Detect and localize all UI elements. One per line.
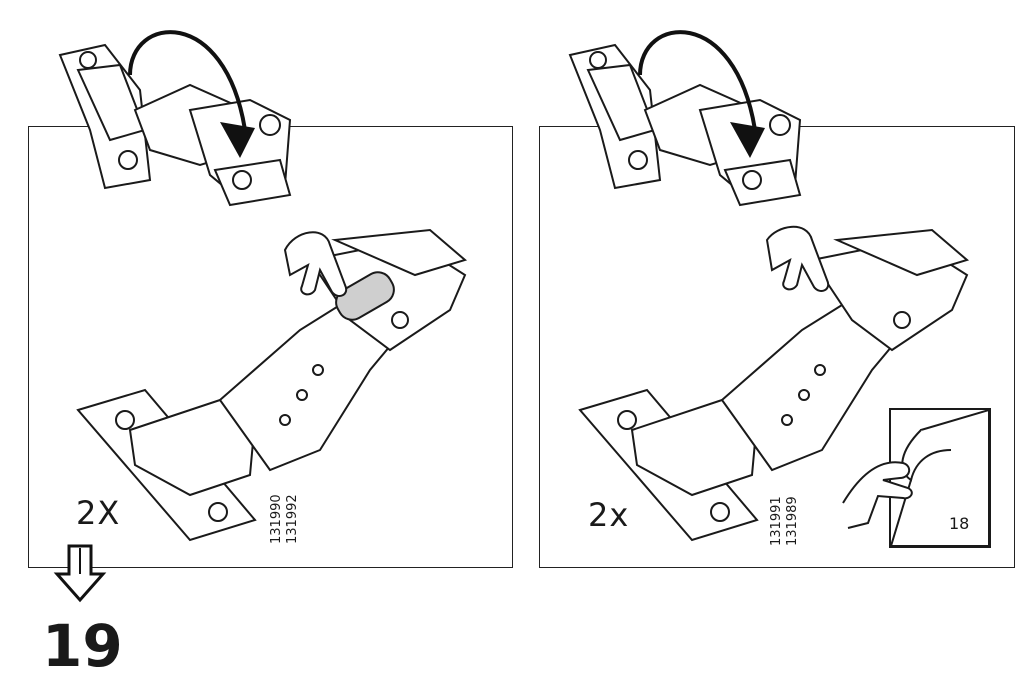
left-step-panel (28, 126, 513, 568)
step-number: 19 (42, 612, 123, 680)
curved-arrow-icon (130, 32, 255, 158)
quantity-label: 2x (588, 496, 630, 534)
part-number-1: 131991 (769, 496, 784, 546)
curved-arrow-icon (640, 32, 765, 158)
page-turn-icon (891, 410, 989, 546)
page-turn-box: 18 (889, 408, 991, 548)
part-number-2: 131989 (785, 496, 800, 546)
page-reference: 18 (949, 514, 970, 533)
hand-icon (838, 448, 918, 533)
hinge-rotate-illustration-right (560, 10, 820, 210)
hinge-illustration-left (70, 220, 490, 550)
part-number-1: 131990 (269, 494, 284, 544)
down-arrow-icon (55, 544, 105, 602)
hand-icon (285, 232, 346, 296)
part-number-2: 131992 (285, 494, 300, 544)
hinge-rotate-illustration-left (50, 10, 310, 210)
hand-icon (767, 227, 828, 291)
quantity-label: 2X (76, 494, 121, 532)
hinge-illustration-right (572, 220, 972, 550)
